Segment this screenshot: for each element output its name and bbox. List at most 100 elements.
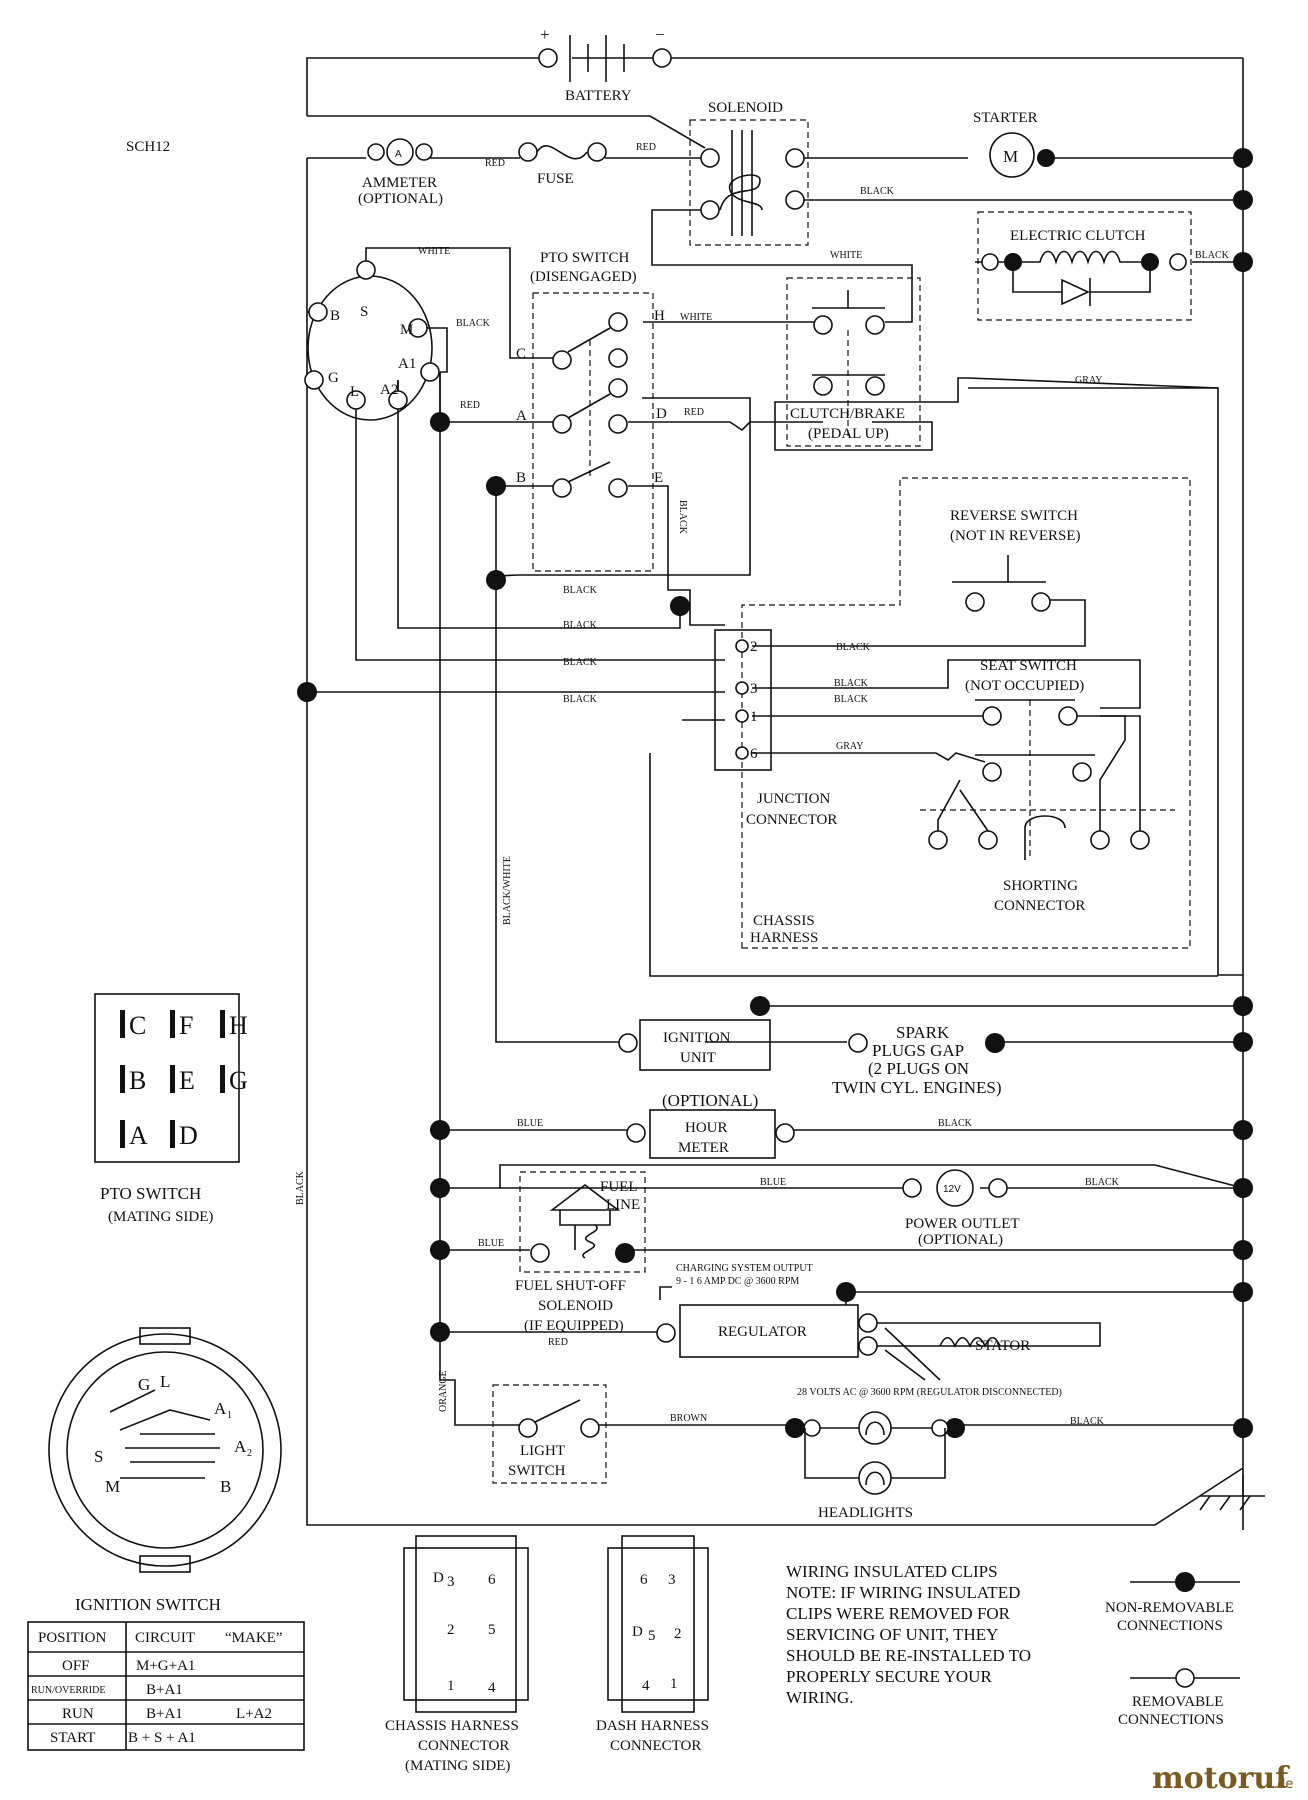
- shorting-connector-label-2: CONNECTOR: [994, 898, 1085, 914]
- junction-label-2: CONNECTOR: [746, 812, 837, 828]
- wire-red-4: RED: [684, 407, 704, 418]
- ign-term-s: S: [360, 304, 368, 320]
- power-outlet-label: POWER OUTLET: [905, 1216, 1020, 1232]
- ign-row-run-extra: L+A2: [236, 1706, 272, 1722]
- fuel-solenoid-label-3: (IF EQUIPPED): [524, 1318, 624, 1334]
- starter-m: M: [1003, 147, 1018, 166]
- junction-label-1: JUNCTION: [757, 791, 830, 807]
- wire-black-8: BLACK: [563, 694, 598, 705]
- chassis-pins-pin-6: 6: [488, 1572, 496, 1588]
- power-outlet: 12V POWER OUTLET (OPTIONAL): [902, 1169, 1020, 1248]
- pto-pin-bar: [120, 1120, 125, 1148]
- battery: + − BATTERY: [538, 25, 672, 104]
- ign-row-run-position: RUN: [62, 1706, 94, 1722]
- wire-brown: BROWN: [670, 1413, 707, 1424]
- notes-line-6: WIRING.: [786, 1688, 854, 1707]
- pto-pin-a: A: [129, 1121, 148, 1150]
- chassis-connector-label-3: (MATING SIDE): [405, 1758, 510, 1774]
- pto-pin-bar: [120, 1010, 125, 1038]
- chassis-pins-pin-1: 1: [447, 1678, 455, 1694]
- stator-ac-label: 28 VOLTS AC @ 3600 RPM (REGULATOR DISCON…: [797, 1387, 1062, 1398]
- ign-row-start-circuit: B + S + A1: [128, 1730, 196, 1746]
- chassis-pins-pin-3: 3: [447, 1574, 455, 1590]
- hour-meter-label-2: METER: [678, 1140, 729, 1156]
- ammeter: A AMMETER (OPTIONAL): [358, 138, 443, 207]
- starter-label: STARTER: [973, 110, 1038, 126]
- spark-label-2: PLUGS GAP: [872, 1041, 964, 1060]
- wire-orange: ORANGE: [438, 1370, 449, 1412]
- pto-pin-c: C: [129, 1011, 146, 1040]
- fuel-solenoid-label-1: FUEL SHUT-OFF: [515, 1278, 626, 1294]
- ign-row-run-circuit: B+A1: [146, 1706, 183, 1722]
- ignition-switch-face: G L A 1 A 2 S M B IGNITION SWITCH: [48, 1327, 282, 1614]
- ign-term-g: G: [328, 370, 339, 386]
- chassis-harness: CHASSIS HARNESS REVERSE SWITCH (NOT IN R…: [741, 477, 1191, 949]
- pto-pin-e: E: [179, 1066, 195, 1095]
- pto-mating-title: PTO SWITCH: [100, 1184, 201, 1203]
- hour-meter-label-1: HOUR: [685, 1120, 728, 1136]
- clutch-brake: CLUTCH/BRAKE (PEDAL UP): [786, 277, 921, 447]
- solenoid: SOLENOID: [689, 100, 809, 246]
- pto-pin-bar: [170, 1065, 175, 1093]
- notes-line-2: CLIPS WERE REMOVED FOR: [786, 1604, 1011, 1623]
- pto-pin-bar: [220, 1010, 225, 1038]
- wire-black-15: BLACK: [1070, 1416, 1105, 1427]
- watermark-tld: .de: [1273, 1777, 1293, 1792]
- legend-nonremovable-2: CONNECTIONS: [1117, 1618, 1223, 1634]
- chassis-harness-label-1: CHASSIS: [753, 913, 815, 929]
- spark-label-3: (2 PLUGS ON: [868, 1059, 969, 1078]
- wire-white-1: WHITE: [830, 250, 862, 261]
- ign-table-header-circuit: CIRCUIT: [135, 1630, 195, 1646]
- ign-face-b: B: [220, 1477, 231, 1496]
- wire-blue-3: BLUE: [478, 1238, 504, 1249]
- notes-line-1: NOTE: IF WIRING INSULATED: [786, 1583, 1020, 1602]
- fuel-line-label-2: LINE: [606, 1197, 640, 1213]
- dash-connector-label-1: DASH HARNESS: [596, 1718, 709, 1734]
- wire-gray-2: GRAY: [836, 741, 863, 752]
- seat-switch-state: (NOT OCCUPIED): [965, 678, 1084, 694]
- notes-line-4: SHOULD BE RE-INSTALLED TO: [786, 1646, 1031, 1665]
- ign-face-s: S: [94, 1447, 103, 1466]
- chassis-connector-label-2: CONNECTOR: [418, 1738, 509, 1754]
- wire-black-12: BLACK: [295, 1170, 306, 1205]
- connection-dots: [297, 148, 1253, 1438]
- shorting-connector-label-1: SHORTING: [1003, 878, 1078, 894]
- legend: NON-REMOVABLE CONNECTIONS REMOVABLE CONN…: [1105, 1572, 1240, 1728]
- battery-plus: +: [540, 25, 550, 44]
- wire-black-10: BLACK: [834, 678, 869, 689]
- ign-face-l: L: [160, 1372, 170, 1391]
- regulator-label: REGULATOR: [718, 1324, 807, 1340]
- pto-pin-bar: [120, 1065, 125, 1093]
- wire-black-1: BLACK: [860, 186, 895, 197]
- ignition-unit: IGNITION UNIT SPARK PLUGS GAP (2 PLUGS O…: [618, 996, 1005, 1097]
- chassis-harness-label-2: HARNESS: [750, 930, 818, 946]
- ign-term-a2: A2: [380, 382, 398, 398]
- ammeter-label: AMMETER: [362, 175, 437, 191]
- electric-clutch-label: ELECTRIC CLUTCH: [1010, 228, 1146, 244]
- ign-row-runoverride-circuit: B+A1: [146, 1682, 183, 1698]
- light-switch: LIGHT SWITCH: [492, 1384, 607, 1484]
- dash-pins-pin-4: 4: [642, 1678, 650, 1694]
- wire-blue-1: BLUE: [517, 1118, 543, 1129]
- notes-title: WIRING INSULATED CLIPS: [786, 1562, 998, 1581]
- wire-black-white: BLACK/WHITE: [502, 856, 513, 925]
- pto-switch: PTO SWITCH (DISENGAGED) C A B H D E: [516, 250, 667, 572]
- wire-black-11: BLACK: [834, 694, 869, 705]
- headlights-label: HEADLIGHTS: [818, 1505, 913, 1521]
- pto-pin-bar: [170, 1010, 175, 1038]
- charging-label-2: 9 - 1 6 AMP DC @ 3600 RPM: [676, 1276, 799, 1287]
- pto-pin-bar: [170, 1120, 175, 1148]
- pto-term-d: D: [656, 406, 667, 422]
- wire-black-2: BLACK: [1195, 250, 1230, 261]
- solenoid-label: SOLENOID: [708, 100, 783, 116]
- wire-white-2: WHITE: [418, 246, 450, 257]
- seat-switch-label: SEAT SWITCH: [980, 658, 1077, 674]
- reverse-switch-state: (NOT IN REVERSE): [950, 528, 1081, 544]
- dash-pins-pin-6: 6: [640, 1572, 648, 1588]
- notes-line-5: PROPERLY SECURE YOUR: [786, 1667, 992, 1686]
- hour-meter-optional: (OPTIONAL): [662, 1091, 758, 1110]
